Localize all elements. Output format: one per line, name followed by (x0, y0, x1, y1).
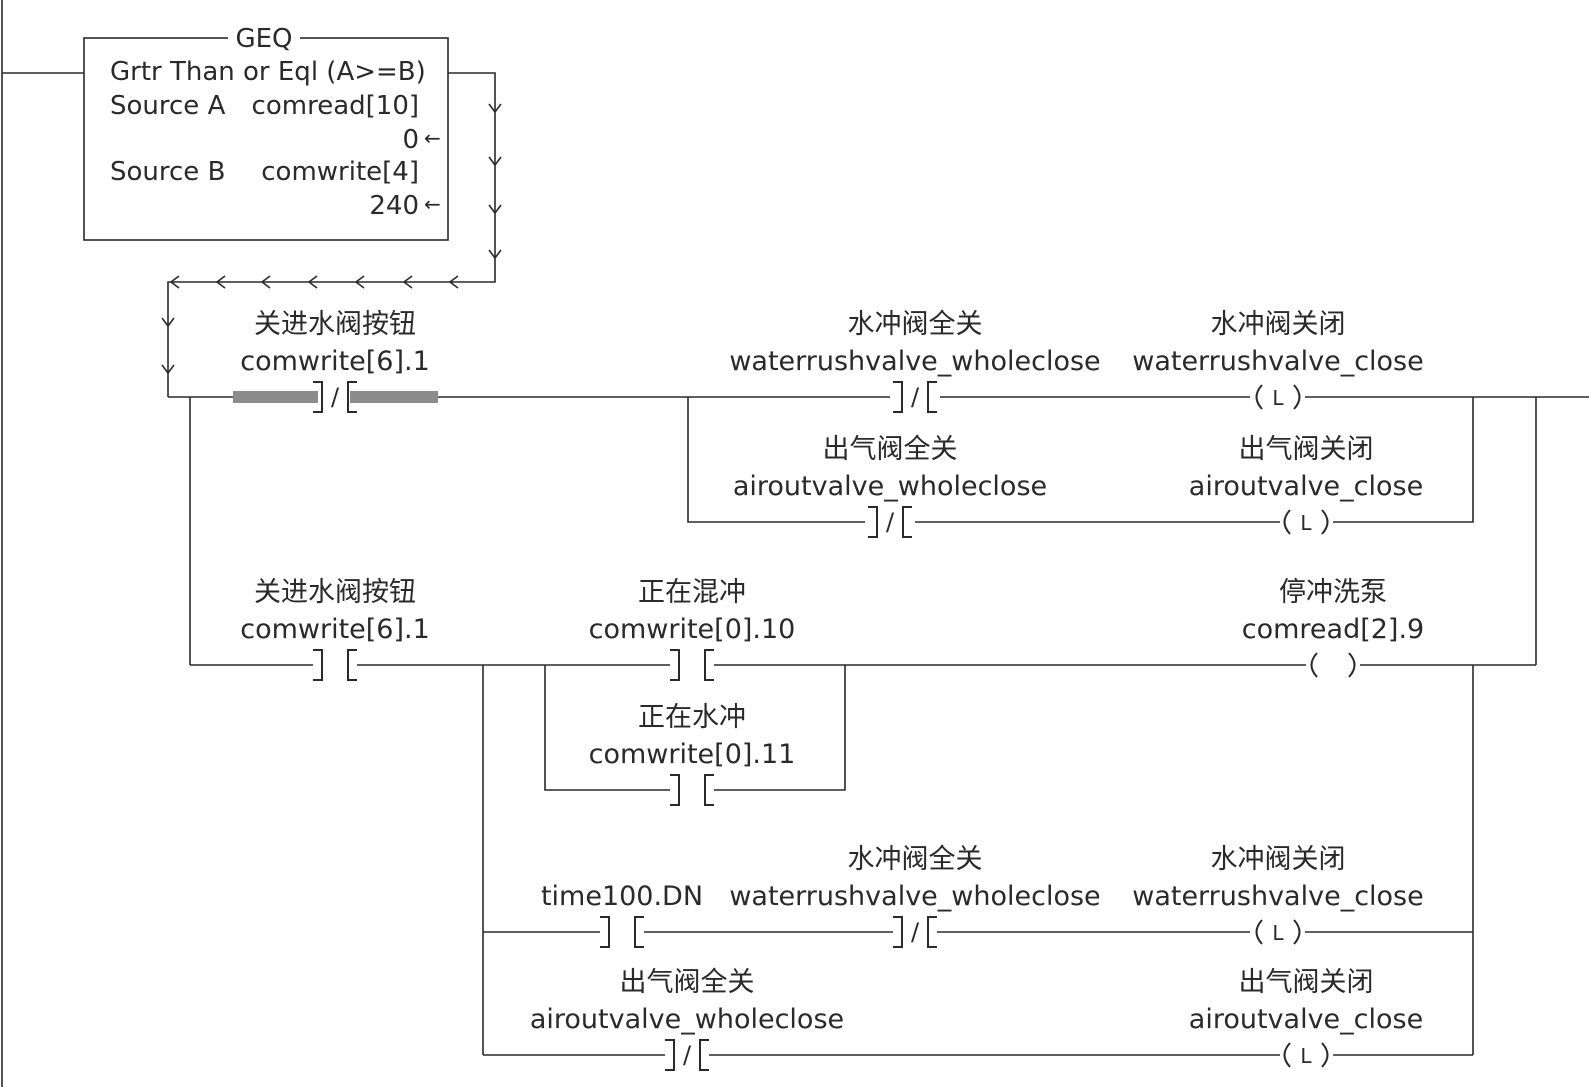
geq-source-b-tag[interactable]: comwrite[4] (261, 157, 419, 187)
geq-source-a-tag[interactable]: comread[10] (252, 91, 419, 121)
branch-wire (544, 665, 670, 791)
contact-description: 正在混冲 (638, 577, 746, 608)
svg-text:/: / (911, 918, 920, 946)
coil-description: 水冲阀关闭 (1211, 309, 1346, 340)
contact-tag: comwrite[6].1 (240, 614, 430, 645)
branch-wire (1333, 397, 1474, 523)
contact-tag: comwrite[0].10 (589, 614, 796, 645)
geq-instruction-block[interactable]: GEQ Grtr Than or Eql (A>=B) Source A com… (83, 24, 449, 241)
contact-tag: comwrite[0].11 (589, 739, 796, 770)
contact-tag: time100.DN (541, 881, 703, 912)
contact-xic-close-inlet-button[interactable]: 关进水阀按钮 comwrite[6].1 (240, 577, 430, 681)
branch-wire (714, 665, 846, 791)
geq-source-a-value: 0 (402, 125, 419, 155)
coil-description: 出气阀关闭 (1239, 967, 1374, 998)
contact-description: 正在水冲 (638, 702, 746, 733)
contact-xio-waterrush-wholeclose[interactable]: 水冲阀全关 waterrushvalve_wholeclose / (729, 309, 1101, 413)
branch-wire (687, 397, 865, 523)
coil-tag: airoutvalve_close (1189, 471, 1423, 502)
svg-text:/: / (886, 508, 895, 536)
contact-description: 水冲阀全关 (848, 309, 983, 340)
contact-description: 出气阀全关 (823, 434, 958, 465)
coil-tag: waterrushvalve_close (1132, 346, 1424, 377)
contact-tag: airoutvalve_wholeclose (530, 1004, 844, 1035)
contact-tag: airoutvalve_wholeclose (733, 471, 1047, 502)
geq-title: GEQ (235, 24, 292, 54)
geq-source-b-value: 240 (369, 191, 419, 221)
coil-otl-airout-close[interactable]: 出气阀关闭 airoutvalve_close L (1189, 967, 1423, 1068)
coil-otl-airout-close[interactable]: 出气阀关闭 airoutvalve_close L (1189, 434, 1423, 535)
coil-otl-waterrush-close[interactable]: 水冲阀关闭 waterrushvalve_close L (1132, 309, 1424, 410)
contact-tag: comwrite[6].1 (240, 346, 430, 377)
svg-text:L: L (1300, 511, 1312, 535)
contact-xic-water-flushing[interactable]: 正在水冲 comwrite[0].11 (589, 702, 796, 806)
contact-xic-mixed-flushing[interactable]: 正在混冲 comwrite[0].10 (589, 577, 796, 681)
coil-description: 出气阀关闭 (1239, 434, 1374, 465)
coil-tag: airoutvalve_close (1189, 1004, 1423, 1035)
coil-description: 水冲阀关闭 (1211, 844, 1346, 875)
contact-description: 关进水阀按钮 (254, 577, 416, 608)
coil-ote-stop-flush-pump[interactable]: 停冲洗泵 comread[2].9 (1242, 577, 1424, 678)
contact-description: 出气阀全关 (620, 967, 755, 998)
svg-text:/: / (331, 383, 340, 411)
svg-text:L: L (1272, 386, 1284, 410)
contact-description: 关进水阀按钮 (254, 309, 416, 340)
contact-xic-timer-done[interactable]: time100.DN (541, 881, 703, 948)
contact-tag: waterrushvalve_wholeclose (729, 346, 1100, 377)
svg-text:L: L (1272, 921, 1284, 945)
coil-otl-waterrush-close[interactable]: 水冲阀关闭 waterrushvalve_close L (1132, 844, 1424, 945)
contact-description: 水冲阀全关 (848, 844, 983, 875)
rung-wrap-connector (161, 72, 502, 397)
geq-source-a-label: Source A (110, 91, 226, 121)
geq-description: Grtr Than or Eql (A>=B) (110, 57, 426, 87)
coil-tag: waterrushvalve_close (1132, 881, 1424, 912)
contact-xio-waterrush-wholeclose[interactable]: 水冲阀全关 waterrushvalve_wholeclose / (729, 844, 1101, 948)
contact-xio-airout-wholeclose[interactable]: 出气阀全关 airoutvalve_wholeclose / (530, 967, 844, 1071)
contact-xio-airout-wholeclose[interactable]: 出气阀全关 airoutvalve_wholeclose / (733, 434, 1047, 538)
contact-tag: waterrushvalve_wholeclose (729, 881, 1100, 912)
svg-text:/: / (683, 1041, 692, 1069)
coil-tag: comread[2].9 (1242, 614, 1424, 645)
value-arrow-icon: ← (424, 192, 441, 216)
contact-xio-close-inlet-button[interactable]: 关进水阀按钮 comwrite[6].1 / (233, 309, 438, 413)
geq-source-b-label: Source B (110, 157, 225, 187)
svg-text:/: / (911, 383, 920, 411)
coil-description: 停冲洗泵 (1279, 577, 1387, 608)
svg-text:L: L (1300, 1044, 1312, 1068)
value-arrow-icon: ← (424, 126, 441, 150)
